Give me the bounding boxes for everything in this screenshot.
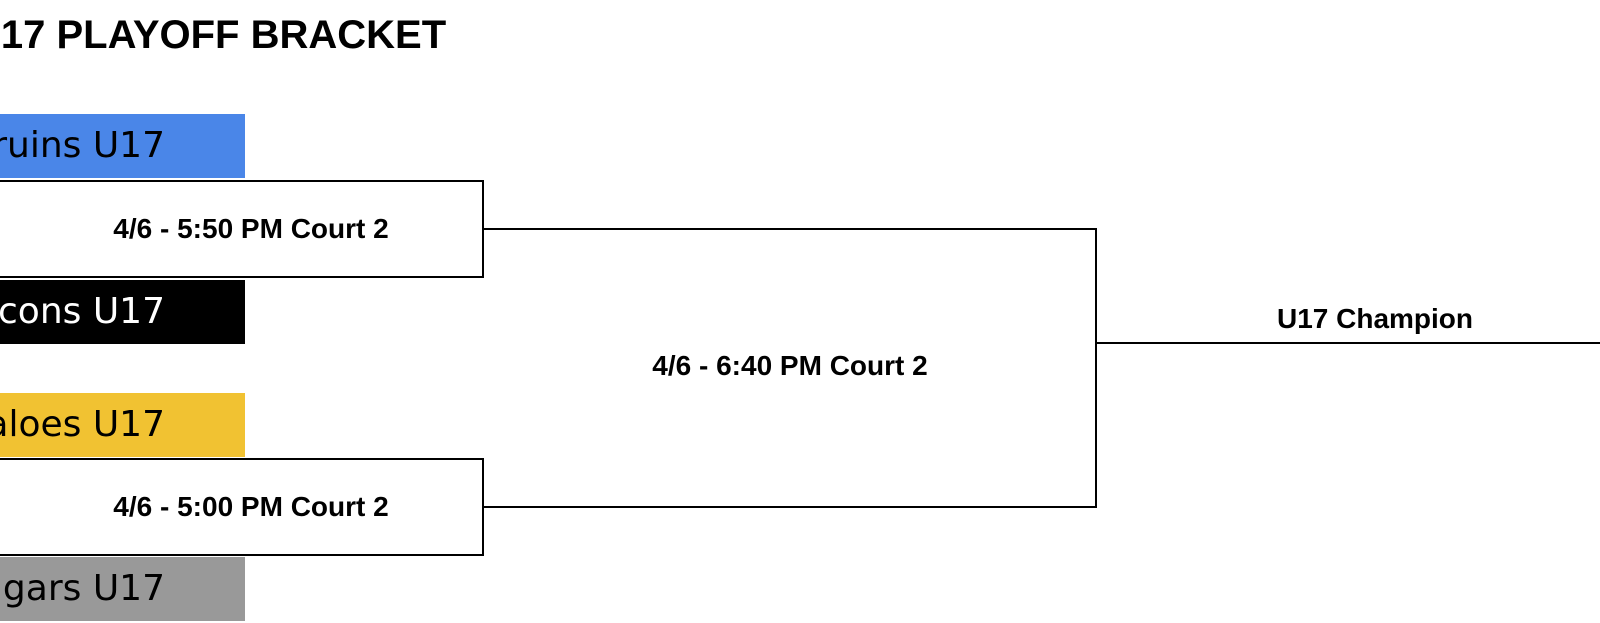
connector-champion-horizontal [1095,342,1600,344]
connector-final-vertical [1095,228,1097,508]
connector-semi1-horizontal [484,228,1097,230]
semifinal-2-time: 4/6 - 5:00 PM Court 2 [113,491,389,522]
semifinal-1-box: 4/6 - 5:50 PM Court 2 [0,180,484,278]
team-slot-4: Cougars U17 [0,557,245,621]
bracket-title: U17 PLAYOFF BRACKET [0,13,447,57]
team-slot-3: Buffaloes U17 [0,393,245,457]
semifinal-1-time: 4/6 - 5:50 PM Court 2 [113,213,389,244]
semifinal-2-box: 4/6 - 5:00 PM Court 2 [0,458,484,556]
connector-semi2-horizontal [484,506,1097,508]
team-slot-2: Falcons U17 [0,280,245,344]
team-slot-1: Bruins U17 [0,114,245,178]
champion-label: U17 Champion [1276,303,1474,334]
final-match-time: 4/6 - 6:40 PM Court 2 [652,350,928,381]
